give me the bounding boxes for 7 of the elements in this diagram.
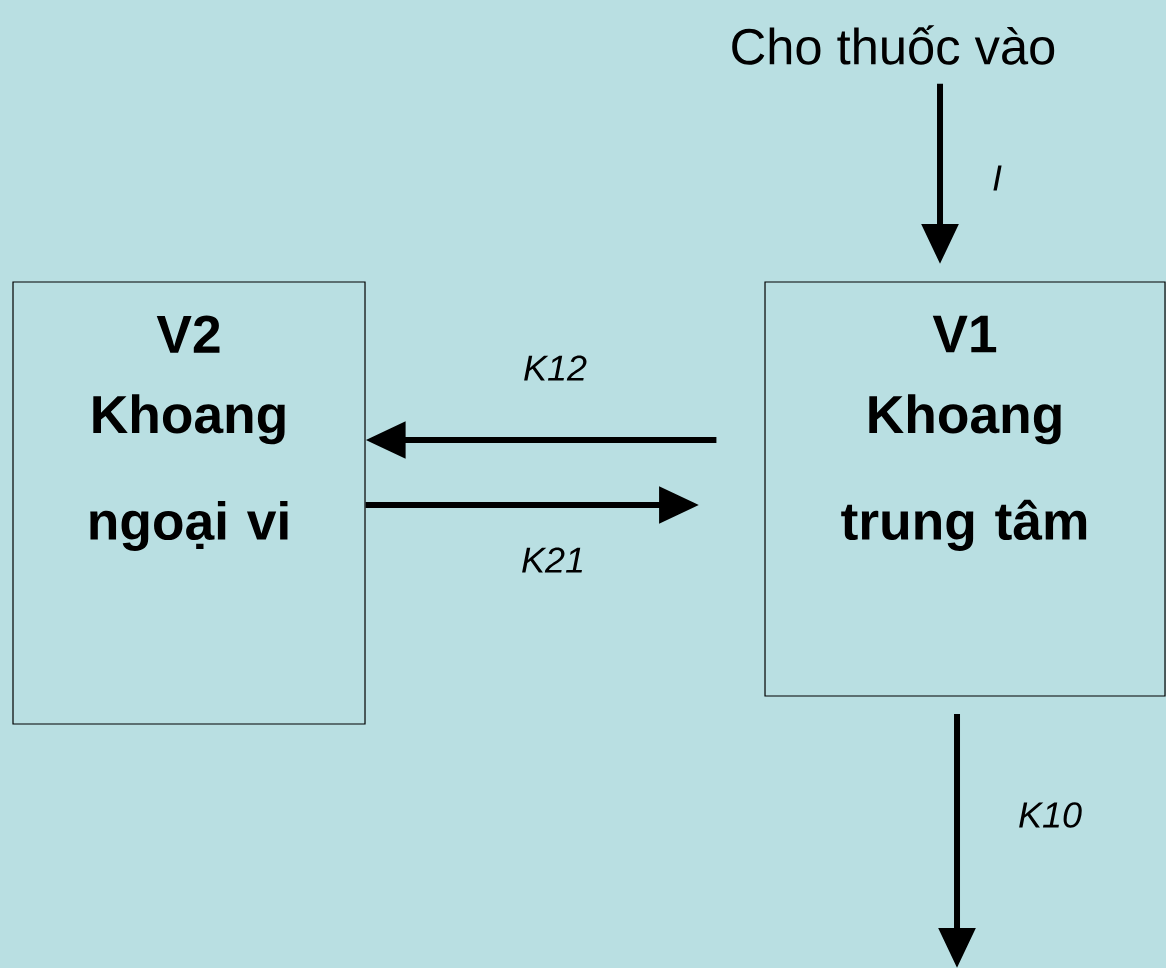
edge-label: K10 bbox=[1019, 802, 1082, 828]
edge-label: K21 bbox=[522, 547, 582, 573]
compartment-box: V2 Khoang ngoại vi bbox=[12, 281, 366, 725]
input-label: Cho thuốc vào bbox=[732, 25, 1055, 65]
edge-label: K12 bbox=[524, 355, 587, 381]
compartment-box: V1 Khoang trung tâm bbox=[764, 281, 1166, 697]
edge-label: I bbox=[993, 165, 1002, 191]
